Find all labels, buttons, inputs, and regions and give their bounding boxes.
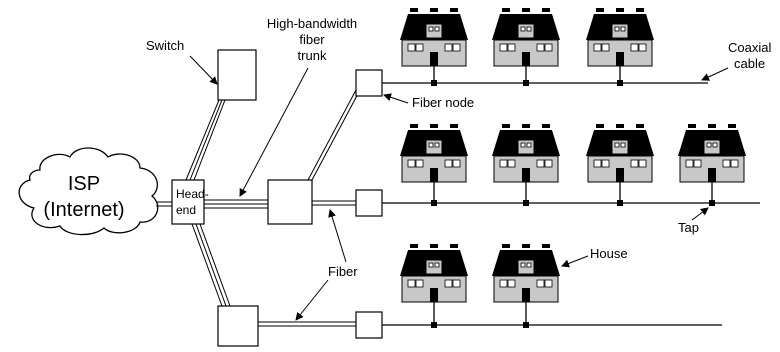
switch-label: Switch xyxy=(146,38,184,53)
junction-box-middle xyxy=(267,179,313,225)
label-house: House xyxy=(561,246,628,268)
house-icon xyxy=(677,123,747,183)
house-icon xyxy=(399,7,469,67)
switch-box xyxy=(217,49,257,101)
house-icon xyxy=(491,123,561,183)
label-coaxial-cable: Coaxial cable xyxy=(701,40,771,81)
label-fiber: Fiber xyxy=(295,209,358,321)
fiber-node-bottom xyxy=(355,311,383,339)
coax-label-line2: cable xyxy=(734,56,765,71)
house-label: House xyxy=(590,246,628,261)
isp-cloud: ISP (Internet) xyxy=(18,147,159,236)
house-icon xyxy=(585,123,655,183)
houses-row-2 xyxy=(399,123,747,183)
headend-label-line2: end xyxy=(176,203,196,217)
house-icon xyxy=(399,243,469,303)
headend-label-line1: Head- xyxy=(176,187,209,201)
fiber-node-middle xyxy=(355,189,383,217)
trunk-label-line1: High-bandwidth xyxy=(267,16,357,31)
isp-label-line1: ISP xyxy=(68,173,100,195)
label-trunk: High-bandwidth fiber trunk xyxy=(239,16,357,197)
taps-row-1 xyxy=(431,66,623,86)
house-icon xyxy=(491,7,561,67)
fiber-node-label: Fiber node xyxy=(412,95,474,110)
houses-row-1 xyxy=(399,7,655,67)
taps-row-3 xyxy=(431,302,529,328)
label-fiber-node: Fiber node xyxy=(383,93,474,110)
coax-label-line1: Coaxial xyxy=(728,40,771,55)
houses-row-3 xyxy=(399,243,561,303)
isp-label-line2: (Internet) xyxy=(43,199,124,221)
trunk-label-line3: trunk xyxy=(298,48,327,63)
fiber-to-bottom-node xyxy=(258,321,356,327)
junction-box-bottom xyxy=(217,305,259,347)
label-tap: Tap xyxy=(678,207,709,235)
tap-label: Tap xyxy=(678,220,699,235)
fiber-node-top xyxy=(355,69,383,97)
house-icon xyxy=(491,243,561,303)
fiber-to-middle-node xyxy=(312,200,356,206)
house-icon xyxy=(585,7,655,67)
fiber-trunks xyxy=(185,99,268,307)
fiber-to-top-node xyxy=(307,89,361,181)
house-icon xyxy=(399,123,469,183)
label-switch: Switch xyxy=(146,38,218,85)
isp-headend-link xyxy=(156,201,172,207)
fiber-label: Fiber xyxy=(328,264,358,279)
headend-box: Head- end xyxy=(171,179,209,225)
trunk-label-line2: fiber xyxy=(299,32,325,47)
taps-row-2 xyxy=(431,182,715,206)
